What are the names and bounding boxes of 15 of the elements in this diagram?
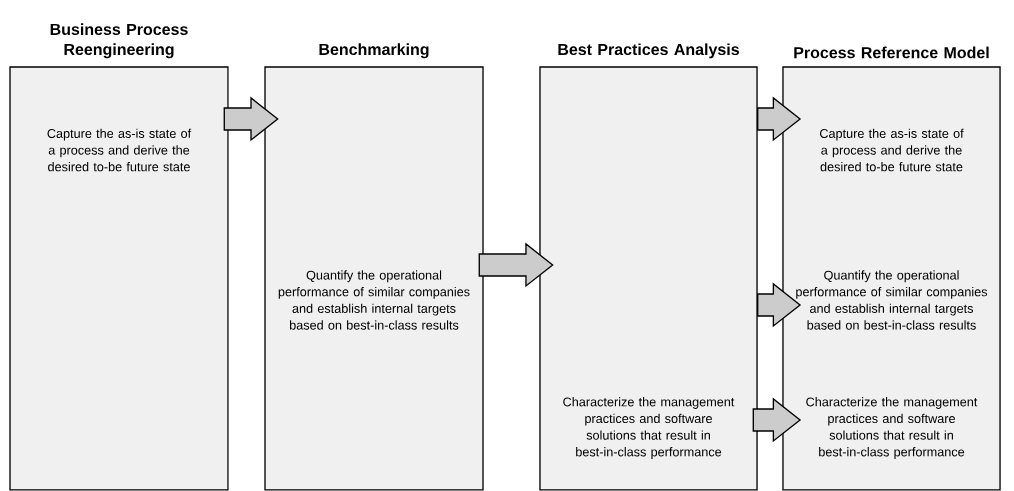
description-text: Capture the as-is state of a process and derive the desired to-be future state [820,128,964,172]
column-heading: Business Process Reengineering [50,23,188,59]
description-text: Quantify the operational performance of similar companies and establish internal targets based on best-in-class results [796,270,988,330]
description-text: Capture the as-is state of a process and derive the desired to-be future state [47,128,192,172]
block-arrow [752,397,802,443]
description-text: Characterize the management practices and software solutions that result in best-in-class performance [563,397,735,459]
description-text: Characterize the management practices and software solutions that result in best-in-class performance [806,397,978,459]
column-heading: Best Practices Analysis [558,43,739,59]
block-arrow [223,96,279,142]
description-text: Quantify the operational performance of similar companies and establish internal targets based on best-in-class results [278,270,470,330]
block-arrow [757,282,802,328]
column-heading: Benchmarking [319,43,429,59]
block-arrow [478,242,554,288]
column-heading: Process Reference Model [794,46,989,59]
block-arrow [757,96,802,142]
